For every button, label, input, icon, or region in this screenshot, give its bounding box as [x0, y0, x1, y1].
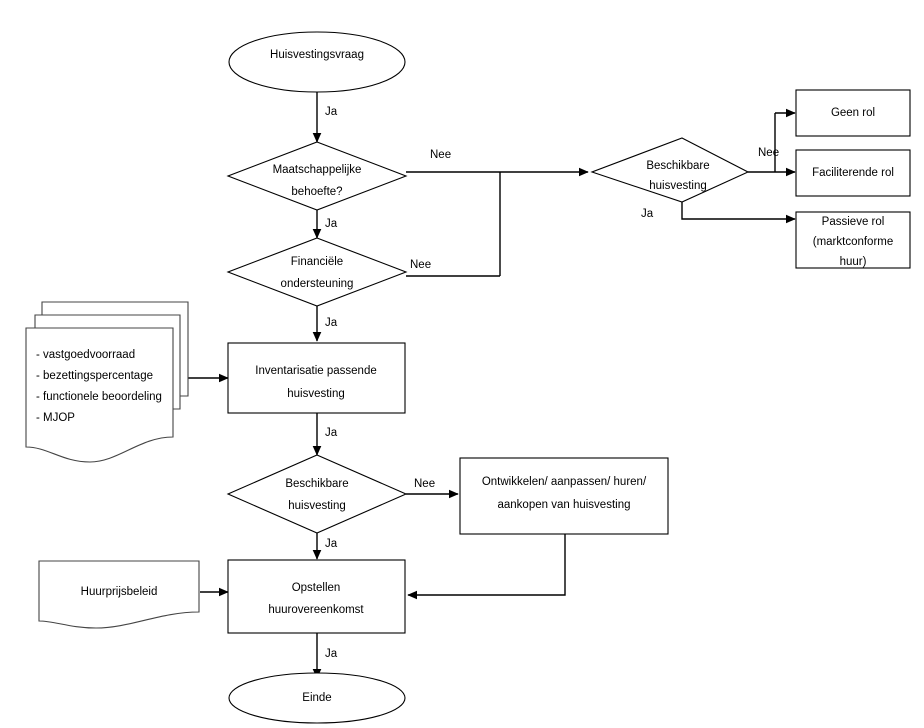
edge-beschikbare-top-ja [681, 202, 796, 224]
node-faciliterende-rol-label: Faciliterende rol [812, 167, 894, 179]
node-geen-rol-label: Geen rol [831, 107, 875, 119]
node-financiele-ondersteuning[interactable] [226, 237, 408, 307]
node-maatschappelijke-line2: behoefte? [291, 186, 342, 198]
node-inventarisatie-line1: Inventarisatie passende [255, 365, 376, 377]
edge-label-maatschappelijke-nee: Nee [430, 149, 451, 161]
node-geen-rol[interactable] [795, 89, 911, 137]
node-beschikbare-huisvesting-top[interactable] [590, 137, 750, 203]
node-huurprijsbeleid[interactable] [38, 560, 200, 629]
node-beschikbare-huisvesting-bottom[interactable] [226, 454, 408, 534]
node-maatschappelijke-line1: Maatschappelijke [273, 164, 362, 176]
edge-label-beschikbare-top-nee: Nee [758, 147, 779, 159]
node-passieve-rol-line3: huur) [840, 256, 867, 268]
edge-label-financiele-ja: Ja [325, 317, 338, 329]
node-passieve-rol[interactable] [795, 211, 911, 269]
node-ontwikkelen-line2: aankopen van huisvesting [498, 499, 631, 511]
node-inventarisatie[interactable] [227, 342, 406, 414]
node-beschikbare-top-line2: huisvesting [649, 180, 707, 192]
edge-label-financiele-nee: Nee [410, 259, 431, 271]
edge-label-start-ja: Ja [325, 106, 338, 118]
node-start[interactable] [228, 31, 406, 93]
edge-label-inventarisatie-ja: Ja [325, 427, 338, 439]
node-einde[interactable] [228, 672, 406, 724]
node-passieve-rol-line1: Passieve rol [822, 216, 885, 228]
node-financiele-line1: Financiële [291, 256, 343, 268]
node-beschikbare-top-line1: Beschikbare [646, 160, 709, 172]
node-ontwikkelen[interactable] [459, 457, 669, 535]
node-huurprijsbeleid-label: Huurprijsbeleid [81, 586, 158, 598]
edge-label-beschikbare-bottom-ja: Ja [325, 538, 338, 550]
node-inventarisatie-line2: huisvesting [287, 388, 345, 400]
edge-label-maatschappelijke-ja: Ja [325, 218, 338, 230]
node-bronnen-item-0: - vastgoedvoorraad [36, 349, 135, 361]
node-beschikbare-bottom-line2: huisvesting [288, 500, 346, 512]
node-beschikbare-bottom-line1: Beschikbare [285, 478, 348, 490]
node-opstellen[interactable] [227, 559, 406, 634]
edge-label-beschikbare-bottom-nee: Nee [414, 478, 435, 490]
edge-label-opstellen-ja: Ja [325, 648, 338, 660]
node-opstellen-line1: Opstellen [292, 582, 341, 594]
node-opstellen-line2: huurovereenkomst [268, 604, 364, 616]
node-ontwikkelen-line1: Ontwikkelen/ aanpassen/ huren/ [482, 476, 647, 488]
node-faciliterende-rol[interactable] [795, 149, 911, 197]
node-financiele-line2: ondersteuning [281, 278, 354, 290]
node-start-label: Huisvestingsvraag [270, 49, 364, 61]
edge-ontwikkelen-to-opstellen [407, 534, 566, 600]
node-bronnen-item-1: - bezettingspercentage [36, 370, 153, 382]
node-maatschappelijke-behoefte[interactable] [226, 141, 408, 211]
node-bronnen-item-2: - functionele beoordeling [36, 391, 162, 403]
node-bronnen-sheet-front[interactable] [25, 327, 174, 463]
node-einde-label: Einde [302, 692, 331, 704]
node-passieve-rol-line2: (marktconforme [813, 236, 894, 248]
node-bronnen-item-3: - MJOP [36, 412, 75, 424]
edge-label-beschikbare-top-ja: Ja [641, 208, 654, 220]
